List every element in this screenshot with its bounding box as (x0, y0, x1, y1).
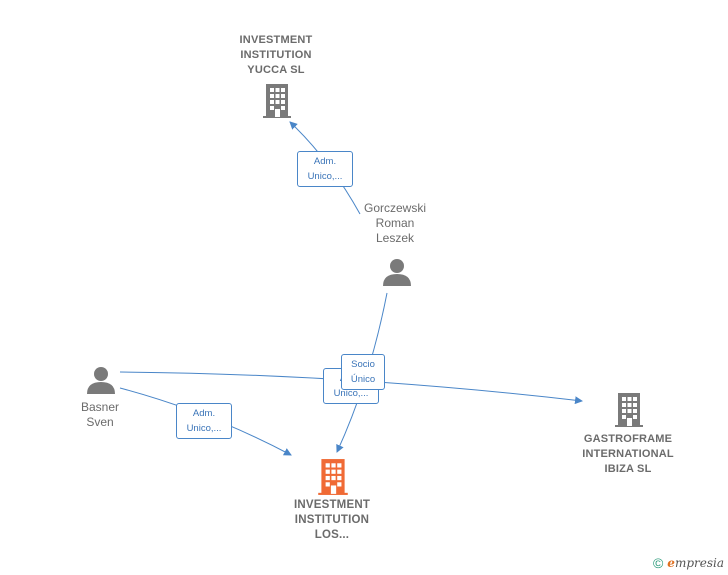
edge-label-basner-los[interactable]: Adm. Unico,... (176, 403, 232, 439)
brand-logo[interactable]: empresia (667, 556, 724, 570)
edge-label-gorczewski-yucca[interactable]: Adm. Unico,... (297, 151, 353, 187)
node-label-gastroframe: GASTROFRAME INTERNATIONAL IBIZA SL (582, 433, 674, 475)
node-label-gorczewski: Gorczewski Roman Leszek (363, 201, 426, 245)
building-icon[interactable] (317, 458, 349, 496)
node-label-basner: Basner Sven (80, 400, 120, 429)
node-label-yucca: INVESTMENT INSTITUTION YUCCA SL (239, 34, 313, 76)
node-label-los: INVESTMENT INSTITUTION LOS... (293, 499, 371, 541)
copyright-symbol: © (652, 555, 664, 571)
edge-label-gorczewski-los[interactable]: Socio Único (341, 354, 385, 390)
building-icon[interactable] (262, 83, 292, 119)
person-icon[interactable] (86, 365, 116, 395)
person-icon[interactable] (382, 257, 412, 287)
building-icon[interactable] (614, 392, 644, 428)
footer: © empresia (653, 555, 724, 571)
